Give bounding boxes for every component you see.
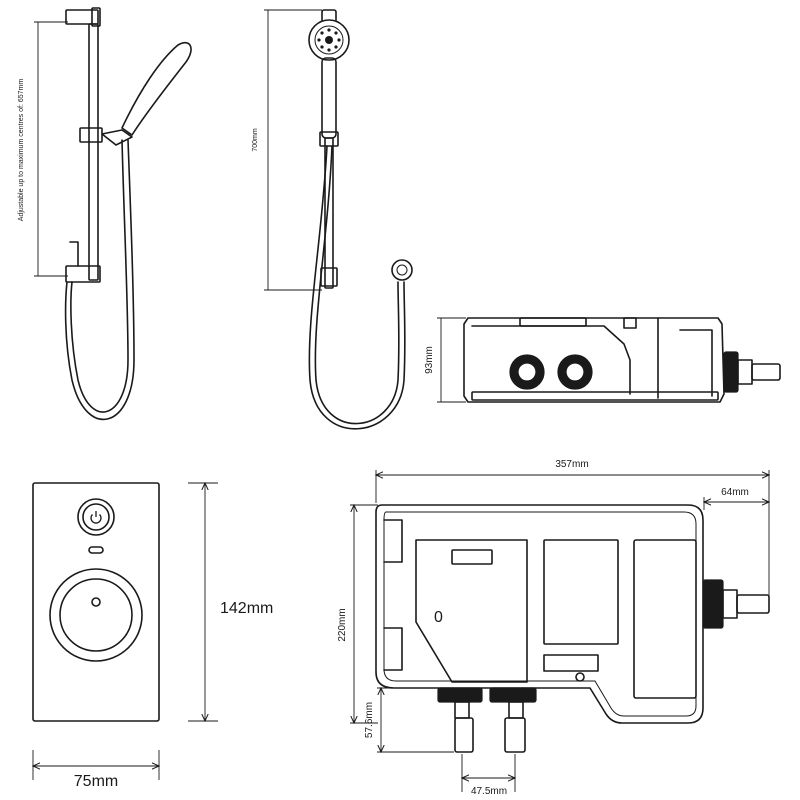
unit-height-label: 93mm bbox=[424, 346, 435, 374]
inlet-height-dimension: 57.6mm bbox=[364, 688, 454, 752]
outlet-offset-dimension: 64mm bbox=[704, 487, 769, 510]
shower-head-nozzles bbox=[317, 28, 341, 52]
unit-depth-dimension: 220mm bbox=[337, 505, 378, 723]
control-height-dimension: 142mm bbox=[188, 483, 273, 721]
inlet-height-label: 57.6mm bbox=[364, 702, 375, 738]
unit-side-view bbox=[463, 317, 781, 403]
unit-width-label: 357mm bbox=[555, 459, 588, 470]
control-height-label: 142mm bbox=[220, 600, 273, 617]
outlet-offset-label: 64mm bbox=[721, 487, 749, 498]
inlet-spacing-label: 47.5mm bbox=[471, 786, 507, 797]
slide-rail-side-view bbox=[64, 7, 192, 421]
rail-adjust-label: Adjustable up to maximum centres of: 657… bbox=[18, 79, 25, 222]
rail-height-label: 700mm bbox=[252, 128, 259, 152]
control-panel-front-view bbox=[32, 482, 160, 722]
unit-outlet-connector bbox=[702, 579, 770, 629]
unit-depth-label: 220mm bbox=[337, 608, 348, 641]
unit-inlet-connectors bbox=[437, 687, 537, 753]
rail-adjust-dimension: Adjustable up to maximum centres of: 657… bbox=[18, 21, 68, 277]
unit-height-dimension: 93mm bbox=[424, 317, 466, 403]
rail-height-dimension: 700mm bbox=[252, 9, 322, 291]
unit-marking: 0 bbox=[434, 609, 443, 626]
control-width-dimension: 75mm bbox=[33, 750, 159, 790]
power-icon bbox=[90, 511, 102, 524]
control-width-label: 75mm bbox=[74, 773, 118, 790]
unit-front-view: 0 bbox=[375, 504, 770, 753]
shower-front-view bbox=[308, 9, 413, 430]
inlet-spacing-dimension: 47.5mm bbox=[462, 754, 515, 797]
unit-width-dimension: 357mm bbox=[376, 459, 769, 598]
